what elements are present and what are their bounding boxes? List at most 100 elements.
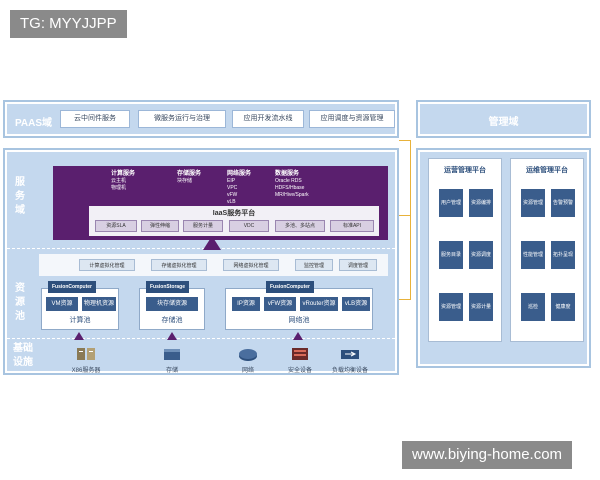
up-arrow-icon — [74, 332, 84, 340]
service-group-data: 数据服务 Oracle RDS HDFS/Hbase MR/Hive/Spark — [275, 171, 309, 199]
service-group-item: 块存储 — [177, 178, 193, 184]
pool-item-ip: IP资源 — [232, 297, 260, 311]
management-domain-title: 管理域 — [488, 117, 519, 128]
connector-line — [410, 140, 411, 300]
management-domain: 管理域 — [416, 100, 591, 138]
virt-item-monitor: 监控管理 — [295, 259, 333, 271]
service-group-title: 数据服务 — [275, 171, 300, 177]
pool-item-vm: VM资源 — [46, 297, 78, 311]
iaas-item-vdc: VDC — [229, 220, 269, 232]
paas-item-scheduling: 应用调度与资源管理 — [309, 110, 395, 128]
management-domain-bg — [420, 104, 587, 134]
platform-item: 资源管理 — [521, 189, 545, 217]
service-panel: 计算服务 云主机 物理机 存储服务 块存储 网络服务 EIP VPC vFW v… — [53, 166, 388, 240]
up-arrow-icon — [203, 236, 221, 250]
divider-service-resource — [7, 248, 395, 249]
pool-tag: FusionStorage — [146, 281, 190, 293]
storage-pool: FusionStorage 块存储资源 存储池 — [139, 281, 205, 330]
service-group-item: VPC — [227, 185, 238, 191]
network-router-icon — [239, 349, 257, 361]
connector-line — [399, 215, 411, 216]
service-group-item: EIP — [227, 178, 236, 184]
platform-title: 运营管理平台 — [444, 167, 486, 174]
infra-label-network: 网络 — [241, 368, 254, 374]
iaas-item-metering: 服务计量 — [183, 220, 223, 232]
iaas-platform-title: IaaS服务平台 — [212, 210, 256, 217]
virt-item-network: 网络虚拟化管理 — [223, 259, 279, 271]
service-group-title: 计算服务 — [111, 171, 136, 177]
service-group-item: Oracle RDS — [275, 178, 302, 184]
connector-line — [399, 140, 411, 141]
infra-label-security: 安全设备 — [287, 368, 312, 374]
watermark-top: TG: MYYJJPP — [10, 10, 127, 38]
pool-item-vlb: vLB资源 — [342, 297, 370, 311]
paas-domain: PAAS域 云中间件服务 微服务运行与治理 应用开发流水线 应用调度与资源管理 — [3, 100, 399, 138]
service-group-storage: 存储服务 块存储 — [177, 171, 201, 185]
paas-item-pipeline: 应用开发流水线 — [232, 110, 304, 128]
platform-item: 资源管理 — [439, 293, 463, 321]
virtualization-row: 计算虚拟化管理 存储虚拟化管理 网络虚拟化管理 监控管理 调度管理 — [39, 254, 388, 276]
management-body: 运营管理平台 用户管理 资源编排 服务目录 资源调度 资源管理 资源计量 运维管… — [416, 148, 591, 368]
service-group-title: 存储服务 — [177, 171, 202, 177]
pool-item-block: 块存储资源 — [146, 297, 198, 311]
platform-item: 资源计量 — [469, 293, 493, 321]
pool-item-physical: 物理机资源 — [82, 297, 116, 311]
operations-platform: 运营管理平台 用户管理 资源编排 服务目录 资源调度 资源管理 资源计量 — [428, 158, 502, 342]
server-icon — [77, 348, 95, 360]
iaas-item-multisite: 多池、多站点 — [275, 220, 325, 232]
paas-domain-title: PAAS域 — [15, 118, 53, 129]
platform-item: 性能管理 — [521, 241, 545, 269]
load-balancer-icon — [341, 350, 359, 359]
service-group-network: 网络服务 EIP VPC vFW vLB — [227, 171, 251, 206]
pool-label: 存储池 — [161, 317, 183, 324]
virt-item-storage: 存储虚拟化管理 — [151, 259, 207, 271]
infra-label-server: X86服务器 — [71, 368, 101, 374]
side-label-service: 服务域 — [15, 177, 25, 216]
platform-item: 健康度 — [551, 293, 575, 321]
connector-line — [399, 299, 411, 300]
platform-item: 用户管理 — [439, 189, 463, 217]
platform-title: 运维管理平台 — [526, 167, 568, 174]
platform-item: 拓扑呈现 — [551, 241, 575, 269]
pool-item-vrouter: vRouter资源 — [300, 297, 338, 311]
paas-item-middleware: 云中间件服务 — [60, 110, 130, 128]
platform-item: 巡检 — [521, 293, 545, 321]
virt-item-schedule: 调度管理 — [339, 259, 377, 271]
up-arrow-icon — [167, 332, 177, 340]
network-pool: FusionComputer IP资源 vFW资源 vRouter资源 vLB资… — [225, 281, 373, 330]
service-group-item: vLB — [227, 199, 236, 205]
infra-label-storage: 存储 — [165, 368, 178, 374]
pool-item-vfw: vFW资源 — [264, 297, 296, 311]
service-group-item: 云主机 — [111, 178, 127, 184]
pool-tag: FusionComputer — [266, 281, 314, 293]
iaas-item-sla: 资源SLA — [95, 220, 137, 232]
watermark-bottom: www.biying-home.com — [402, 441, 573, 469]
compute-pool: FusionComputer VM资源 物理机资源 计算池 — [41, 281, 119, 330]
paas-item-microservice: 微服务运行与治理 — [138, 110, 226, 128]
service-group-item: MR/Hive/Spark — [275, 192, 309, 198]
iaas-region: 服务域 资源池 基础设施 计算服务 云主机 物理机 存储服务 块存储 网络服务 … — [3, 148, 399, 375]
iaas-platform: IaaS服务平台 资源SLA 弹性伸缩 服务计量 VDC 多池、多站点 标准AP… — [89, 206, 379, 236]
service-group-title: 网络服务 — [227, 171, 252, 177]
platform-item: 资源编排 — [469, 189, 493, 217]
storage-icon — [164, 349, 180, 360]
iaas-item-api: 标准API — [330, 220, 374, 232]
divider-resource-infra — [7, 338, 395, 339]
side-label-resource: 资源池 — [15, 283, 25, 322]
pool-label: 计算池 — [69, 317, 91, 324]
up-arrow-icon — [293, 332, 303, 340]
service-group-item: HDFS/Hbase — [275, 185, 305, 191]
platform-item: 资源调度 — [469, 241, 493, 269]
platform-item: 服务目录 — [439, 241, 463, 269]
virt-item-compute: 计算虚拟化管理 — [79, 259, 135, 271]
maintenance-platform: 运维管理平台 资源管理 告警预警 性能管理 拓扑呈现 巡检 健康度 — [510, 158, 584, 342]
firewall-icon — [292, 348, 308, 360]
infra-label-load-balancer: 负载均衡设备 — [331, 368, 368, 374]
platform-item: 告警预警 — [551, 189, 575, 217]
pool-label: 网络池 — [288, 317, 310, 324]
service-group-item: vFW — [227, 192, 238, 198]
service-group-item: 物理机 — [111, 185, 127, 191]
side-label-infra: 基础设施 — [13, 343, 33, 368]
pool-tag: FusionComputer — [48, 281, 96, 293]
iaas-item-autoscale: 弹性伸缩 — [141, 220, 179, 232]
